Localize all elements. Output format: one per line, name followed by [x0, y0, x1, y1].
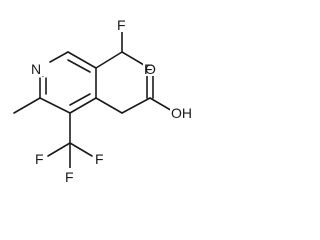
- bond-cf3-f-right: [69, 142, 93, 157]
- bond-cf3-f-left: [47, 142, 71, 157]
- bond-chf2-f-right: [121, 51, 145, 66]
- bond-ch2-cooh: [121, 97, 151, 114]
- bond-c6-c5: [67, 51, 97, 69]
- bond-c3-c2: [39, 97, 71, 114]
- acetic-acid-group: [95, 74, 175, 114]
- atom-fluorine-chf2-top: F: [117, 17, 126, 33]
- bond-c6-c5-inner: [67, 59, 91, 73]
- pyridine-ring: [39, 51, 97, 114]
- atom-fluorine-chf2-right: F: [144, 61, 153, 77]
- bond-c4-c3: [69, 97, 97, 114]
- atom-fluorine-cf3-left: F: [35, 151, 44, 167]
- bond-c5-chf2: [95, 51, 123, 69]
- atom-fluorine-cf3-right: F: [95, 151, 104, 167]
- atom-nitrogen: N: [31, 61, 41, 77]
- bond-c6-n: [49, 51, 69, 63]
- trifluoromethyl-group: [47, 112, 93, 169]
- atom-hydroxyl: OH: [171, 105, 192, 121]
- atom-carbonyl-oxygen: O: [145, 61, 156, 77]
- bond-c4-ch2: [95, 97, 123, 114]
- chemical-structure-diagram: N F F O OH F F F: [13, 16, 194, 185]
- bond-c4-c3-inner: [69, 93, 91, 106]
- difluoromethyl-group: [95, 29, 145, 69]
- bond-methyl: [13, 97, 41, 114]
- atom-fluorine-cf3-bottom: F: [65, 169, 74, 185]
